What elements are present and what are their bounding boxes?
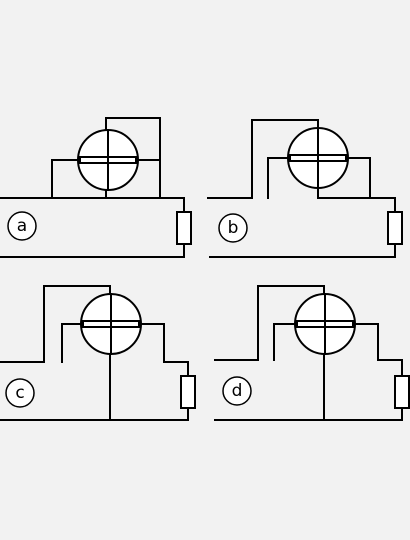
circuit-c-label: c bbox=[15, 383, 24, 403]
circuit-d-label-ring bbox=[222, 376, 252, 406]
circuit-d-load-resistor bbox=[394, 375, 410, 409]
circuit-b: b bbox=[207, 119, 403, 258]
circuit-a-label: a bbox=[17, 216, 27, 236]
circuit-b-load-resistor bbox=[387, 211, 403, 245]
circuit-d: d bbox=[214, 285, 410, 421]
circuit-d-label: d bbox=[232, 381, 243, 401]
circuit-a: a bbox=[0, 117, 192, 258]
circuit-a-wires bbox=[0, 117, 185, 258]
circuit-c-label-ring bbox=[5, 378, 35, 408]
circuit-b-label: b bbox=[228, 218, 239, 238]
circuit-c-wires bbox=[0, 285, 189, 421]
circuit-c: c bbox=[0, 285, 196, 421]
circuit-c-load-resistor bbox=[180, 375, 196, 409]
circuit-a-label-ring bbox=[7, 211, 37, 241]
circuit-b-wires bbox=[207, 119, 396, 258]
circuit-b-label-ring bbox=[218, 213, 248, 243]
circuit-d-wires bbox=[214, 285, 403, 421]
circuit-a-load-resistor bbox=[176, 211, 192, 245]
